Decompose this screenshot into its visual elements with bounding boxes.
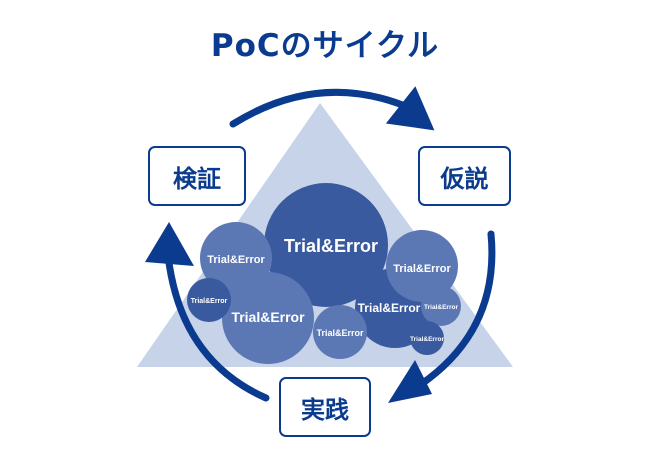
bubble-large-center [264,183,388,307]
trial-error-bubbles: Trial&Error Trial&Error Trial&Error Tria… [187,183,461,364]
bubble-upper-right [386,230,458,302]
bubble-label: Trial&Error [207,254,265,266]
bubble-small-right [421,286,461,326]
bubble-label: Trial&Error [191,298,228,305]
stage-label-practice: 実践 [301,395,349,424]
bubble-label: Trial&Error [424,304,458,311]
bubble-label: Trial&Error [284,236,378,256]
stage-box-hypothesis: 仮説 [418,146,511,206]
bubble-label: Trial&Error [393,263,451,275]
stage-box-practice: 実践 [279,377,371,437]
bubble-label: Trial&Error [358,301,421,315]
bubble-small-bottom-right [410,321,444,355]
curved-arrow-icon [145,222,270,402]
bubble-label: Trial&Error [231,309,305,325]
bubble-label: Trial&Error [316,328,364,338]
stage-box-verification: 検証 [148,146,246,206]
curved-arrow-icon [388,230,496,403]
diagram-title: PoCのサイクル [210,28,440,64]
curved-arrow-icon [229,86,435,131]
bubble-lower-left-large [222,272,314,364]
bubble-small-left [187,278,231,322]
bubble-label: Trial&Error [410,336,444,343]
bubble-bottom-center [313,305,367,359]
stage-label-hypothesis: 仮説 [440,164,489,193]
stage-label-verification: 検証 [173,164,221,193]
